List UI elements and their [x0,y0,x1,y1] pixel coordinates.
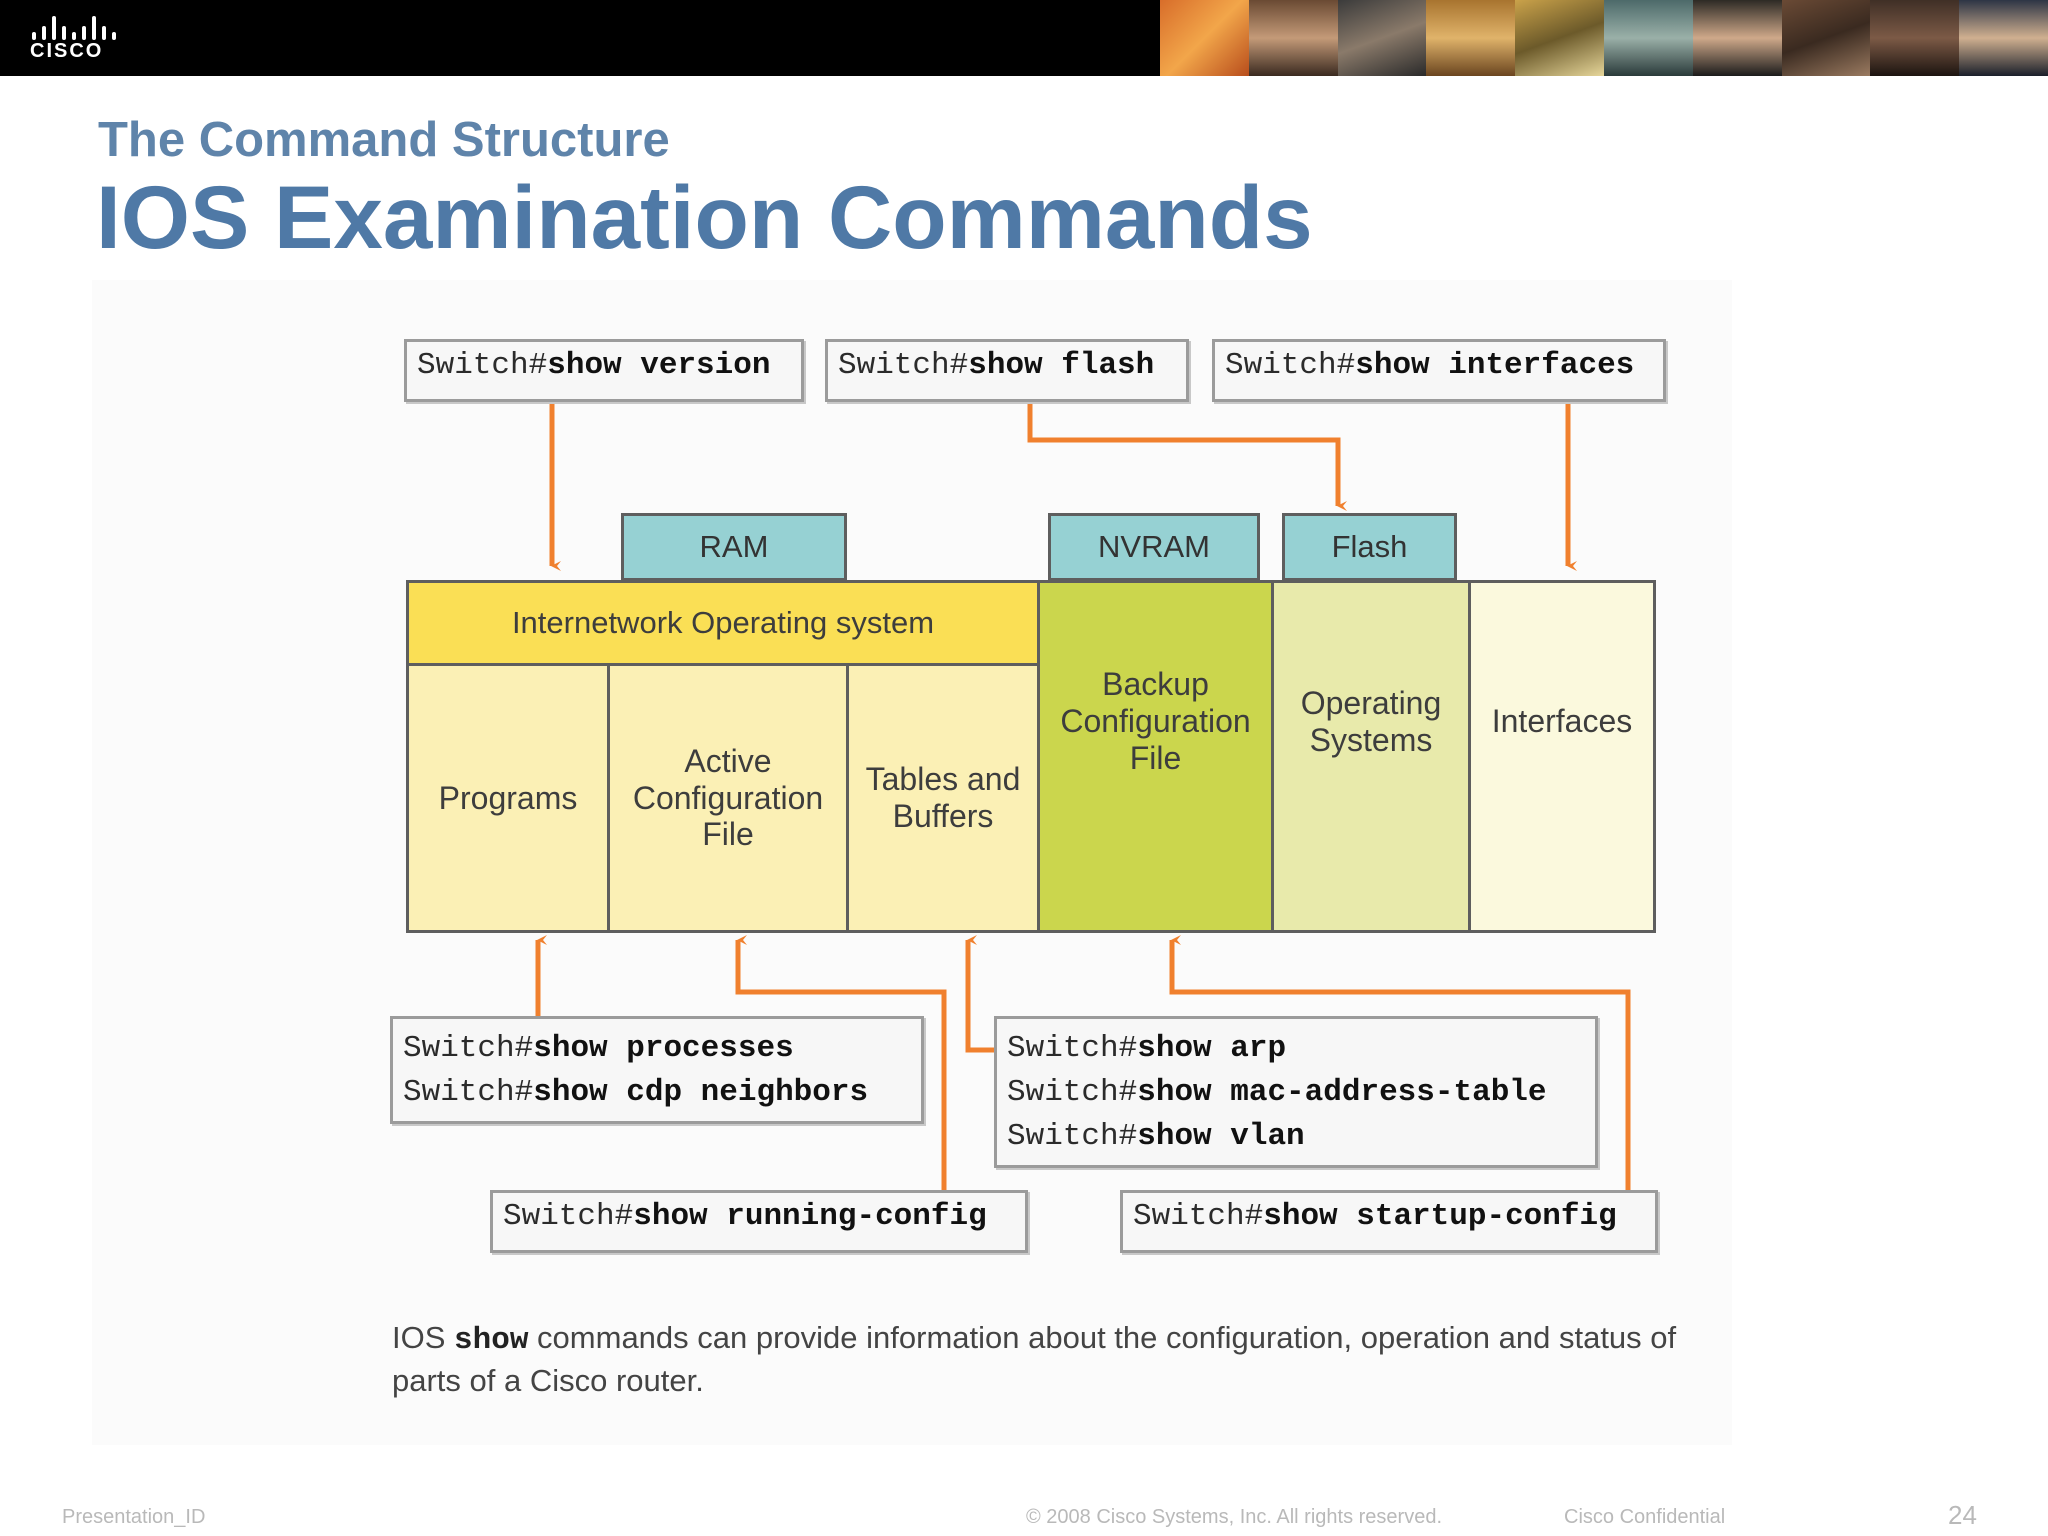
cisco-logo-bars-icon [32,16,116,40]
tables-commands-box: Switch#show arp Switch#show mac-address-… [994,1016,1598,1168]
cisco-logo: CISCO [28,14,118,64]
backup-config-line-2: Configuration [1060,703,1251,740]
page-number: 24 [1948,1500,1977,1530]
top-banner: CISCO [0,0,2048,76]
header-photo-strip [1160,0,2048,76]
show-version-command: Switch#show version [404,339,804,402]
presentation-id: Presentation_ID [62,1506,206,1528]
flash-label: Flash [1282,513,1457,581]
active-config-block: Active Configuration File [607,663,849,933]
command-text: show version [547,348,771,383]
command-text: show flash [968,348,1155,383]
show-flash-command: Switch#show flash [825,339,1189,402]
show-running-config-command: Switch#show running-config [490,1190,1028,1253]
processes-commands-box: Switch#show processes Switch#show cdp ne… [390,1016,924,1124]
command-line: Switch#show processes [403,1031,794,1066]
command-line: Switch#show vlan [1007,1119,1305,1154]
active-config-line-1: Active [684,742,772,779]
operating-systems-line-2: Systems [1309,721,1433,758]
command-text: show running-config [633,1199,987,1234]
command-prompt: Switch# [503,1199,634,1234]
active-config-line-2: Configuration [632,779,824,816]
command-line: Switch#show arp [1007,1031,1287,1066]
show-interfaces-command: Switch#show interfaces [1212,339,1666,402]
interfaces-block: Interfaces [1468,580,1656,933]
slide-footer: Presentation_ID © 2008 Cisco Systems, In… [0,1500,2048,1536]
arrow-startup-config [1169,935,1631,1190]
command-line: Switch#show cdp neighbors [403,1075,869,1110]
copyright-notice: © 2008 Cisco Systems, Inc. All rights re… [1026,1506,1443,1528]
slide-title: IOS Examination Commands [96,167,1313,267]
command-text: show interfaces [1355,348,1635,383]
cisco-logo-text: CISCO [30,40,104,62]
nvram-label: NVRAM [1048,513,1260,581]
diagram-caption: IOS show commands can provide informatio… [392,1320,1677,1399]
arrow-tables [965,935,994,1053]
arrow-running-config [735,935,947,1190]
backup-config-block: Backup Configuration File [1037,580,1274,933]
programs-block: Programs [406,663,610,933]
operating-systems-block: Operating Systems [1271,580,1471,933]
command-prompt: Switch# [1133,1199,1264,1234]
backup-config-line-1: Backup [1102,666,1209,703]
command-line: Switch#show mac-address-table [1007,1075,1547,1110]
ram-label: RAM [621,513,847,581]
command-prompt: Switch# [838,348,969,383]
tables-buffers-block: Tables and Buffers [846,663,1040,933]
command-text: show startup-config [1263,1199,1617,1234]
active-config-line-3: File [702,816,754,853]
caption-code: show [454,1323,529,1358]
command-prompt: Switch# [417,348,548,383]
slide-subtitle: The Command Structure [98,113,670,167]
tables-buffers-line-1: Tables and [865,761,1021,798]
ios-header: Internetwork Operating system [406,580,1040,666]
tables-buffers-line-2: Buffers [892,798,994,834]
arrow-show-flash [1027,402,1347,511]
operating-systems-line-1: Operating [1300,684,1442,721]
backup-config-line-3: File [1129,739,1182,776]
show-startup-config-command: Switch#show startup-config [1120,1190,1658,1253]
command-prompt: Switch# [1225,348,1356,383]
confidential-label: Cisco Confidential [1564,1506,1726,1528]
